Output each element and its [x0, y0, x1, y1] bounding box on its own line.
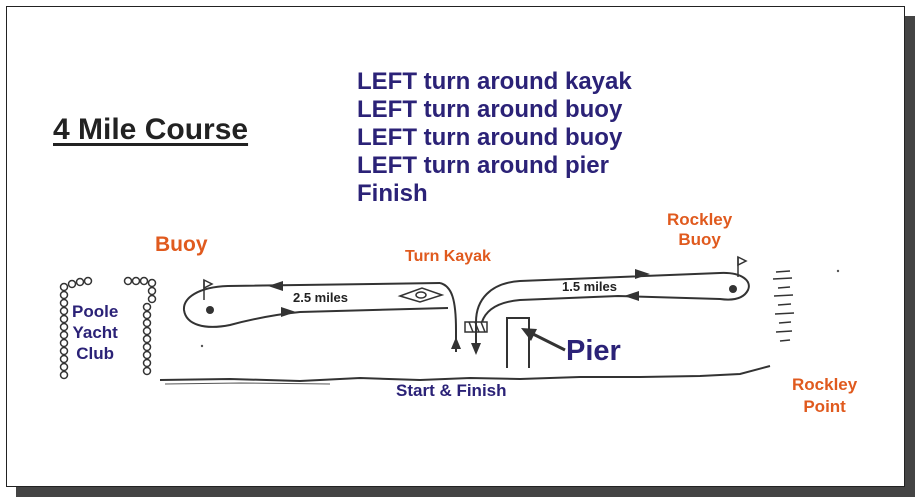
- instruction-4: LEFT turn around pier: [357, 152, 609, 179]
- course-title: 4 Mile Course: [53, 113, 249, 146]
- turn-kayak-label: Turn Kayak: [405, 248, 491, 265]
- right-arrow-upper: [635, 269, 650, 279]
- pier-shape: [506, 317, 530, 368]
- yacht-club-label: Poole Yacht Club: [72, 302, 119, 363]
- rockley-point-label: Rockley Point: [792, 375, 858, 416]
- instruction-1: LEFT turn around kayak: [357, 68, 632, 95]
- instruction-5: Finish: [357, 180, 428, 207]
- start-finish-marker: [464, 321, 488, 333]
- right-arrow-lower: [624, 291, 639, 301]
- left-arrow-upper: [268, 281, 283, 291]
- left-buoy-icon: [203, 278, 214, 314]
- rockley-buoy-label: Rockley Buoy: [667, 210, 733, 249]
- instruction-3: LEFT turn around buoy: [357, 124, 623, 151]
- instruction-2: LEFT turn around buoy: [357, 96, 623, 123]
- pier-label: Pier: [566, 335, 621, 367]
- start-arrow: [451, 337, 461, 349]
- pier-pointer-head: [521, 328, 537, 341]
- distance-left-label: 2.5 miles: [293, 290, 348, 305]
- yacht-club-right-border: [123, 276, 157, 376]
- left-arrow-lower: [281, 307, 296, 317]
- rockley-buoy-icon: [729, 255, 748, 293]
- buoy-label: Buoy: [155, 233, 208, 256]
- right-loop-route: [475, 271, 750, 352]
- left-loop-route: [183, 282, 449, 328]
- course-card: [6, 6, 905, 487]
- yacht-club-left-border: [59, 276, 93, 380]
- finish-arrow: [471, 343, 481, 355]
- start-finish-label: Start & Finish: [396, 381, 507, 400]
- distance-right-label: 1.5 miles: [562, 279, 617, 294]
- pier-pointer: [528, 330, 566, 352]
- rockley-point-hatching: [772, 270, 795, 342]
- shoreline: [159, 365, 771, 383]
- start-route: [439, 282, 457, 352]
- kayak-icon: [397, 287, 445, 303]
